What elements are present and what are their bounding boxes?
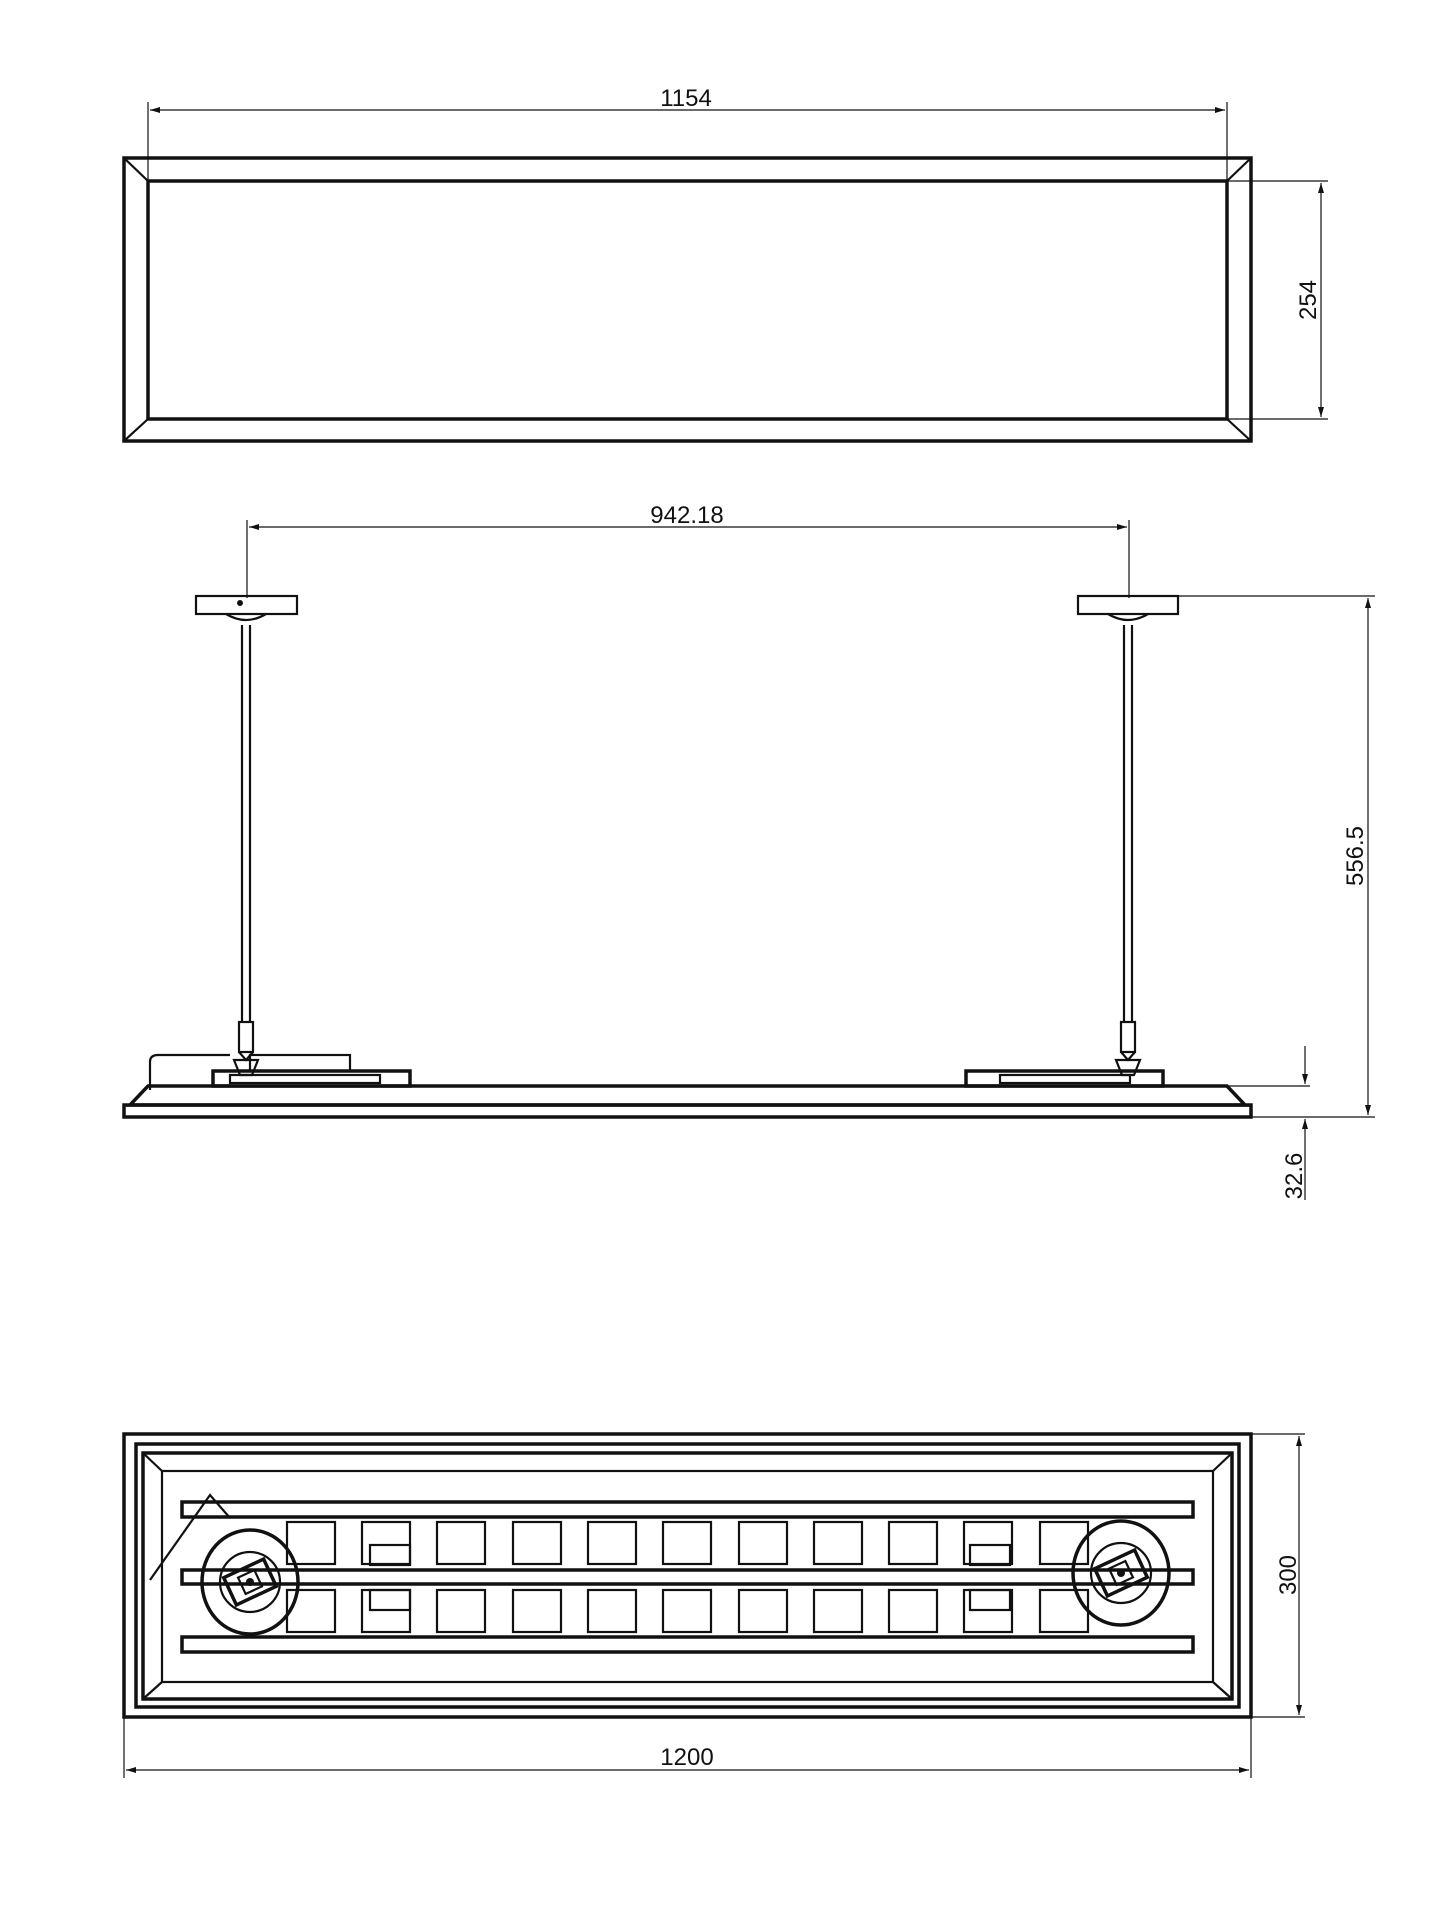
power-cable	[148, 1053, 230, 1090]
led-module	[812, 1588, 864, 1634]
suspension-mount-right	[1071, 1519, 1171, 1627]
led-module	[737, 1520, 789, 1566]
dimension-label: 254	[1295, 280, 1322, 320]
led-module	[812, 1520, 864, 1566]
led-module	[887, 1520, 939, 1566]
bottom-view: 1200 300	[122, 1432, 1305, 1778]
led-module	[1038, 1588, 1090, 1634]
panel-outer-frame	[122, 1432, 1253, 1719]
led-module-grid	[285, 1520, 1090, 1634]
rail-bottom	[180, 1635, 1195, 1654]
dimension-label: 942.18	[650, 502, 723, 529]
dimension-top-height: 254	[1227, 180, 1328, 420]
led-module	[737, 1588, 789, 1634]
led-module	[887, 1588, 939, 1634]
led-module	[511, 1520, 563, 1566]
dimension-label: 556.5	[1342, 826, 1369, 886]
led-module	[586, 1520, 638, 1566]
led-module	[1038, 1520, 1090, 1566]
dimension-label: 32.6	[1281, 1153, 1308, 1200]
cap-bases	[225, 613, 1149, 622]
bracket	[368, 1543, 412, 1567]
led-module	[435, 1588, 487, 1634]
led-module	[661, 1588, 713, 1634]
frame-bevel-lines	[123, 157, 1252, 442]
dimension-suspension-spacing: 942.18	[246, 502, 1130, 598]
ceiling-cap-right	[1076, 594, 1180, 616]
led-module	[586, 1588, 638, 1634]
panel-body	[125, 1084, 1250, 1107]
dimension-label: 300	[1275, 1555, 1302, 1595]
rail-middle	[180, 1568, 1195, 1586]
dimension-top-width: 1154	[147, 85, 1228, 181]
screw-icon	[237, 600, 243, 606]
led-module	[962, 1520, 1014, 1566]
junction-box	[248, 1053, 352, 1073]
suspension-mount-left	[200, 1528, 300, 1636]
suspension-rod-left	[232, 625, 260, 1077]
dimension-bottom-width: 1200	[123, 1717, 1252, 1778]
side-view: 942.18 556.5	[122, 502, 1375, 1200]
panel-base	[122, 1103, 1253, 1119]
panel-outer-frame	[122, 156, 1253, 443]
rail-top	[180, 1500, 1195, 1519]
dimension-total-height: 556.5	[1178, 595, 1375, 1118]
dimension-label: 1200	[660, 1744, 713, 1771]
bracket	[368, 1588, 412, 1612]
led-module	[661, 1520, 713, 1566]
power-cable	[149, 1493, 231, 1581]
dimension-panel-thickness: 32.6	[1227, 1046, 1310, 1200]
led-module	[285, 1520, 337, 1566]
led-module	[435, 1520, 487, 1566]
top-view: 1154 254	[122, 85, 1328, 443]
dimension-bottom-height: 300	[1251, 1433, 1305, 1718]
led-module	[285, 1588, 337, 1634]
ceiling-cap-left	[194, 594, 299, 616]
bracket	[968, 1543, 1012, 1567]
suspension-rod-right	[1114, 625, 1142, 1077]
dimension-label: 1154	[660, 85, 712, 112]
panel-inner-frame	[141, 1451, 1234, 1701]
led-module	[511, 1588, 563, 1634]
panel-inner-frame	[146, 179, 1229, 421]
bracket	[968, 1588, 1012, 1612]
